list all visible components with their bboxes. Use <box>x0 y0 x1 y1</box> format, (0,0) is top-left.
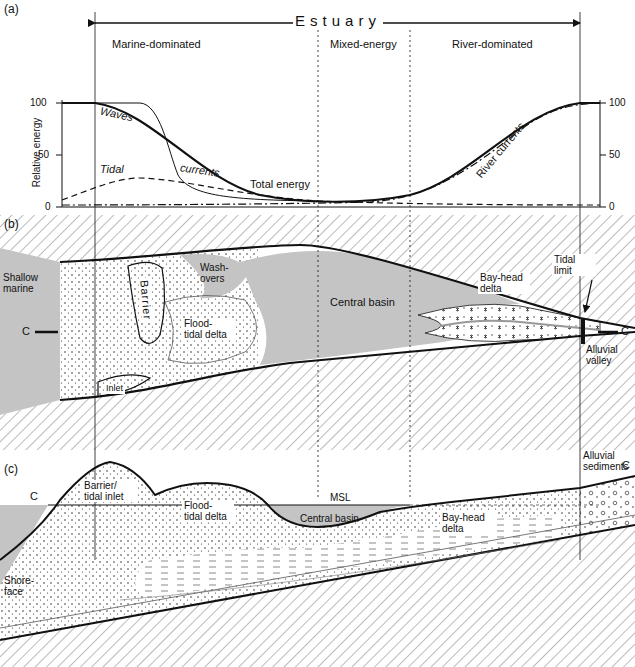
figure-label: currents <box>179 161 220 179</box>
figure-label: Central basin <box>300 513 359 524</box>
figure-label: C <box>30 490 38 502</box>
figure-label: Flood- tidal delta <box>182 500 234 522</box>
figure-label: Tidal <box>100 163 124 175</box>
figure-label: Marine-dominated <box>112 38 201 50</box>
figure-label: (c) <box>4 463 18 476</box>
figure-label: River-dominated <box>452 38 533 50</box>
figure-label: Barrier/ tidal inlet <box>82 480 136 502</box>
figure-label: Wash- overs <box>200 262 242 284</box>
figure-label: Alluvial valley <box>586 344 632 366</box>
figure-label: Shore- face <box>4 575 48 597</box>
figure-label: 100 <box>609 97 626 108</box>
figure-label: River currents <box>473 120 526 180</box>
figure-label: MSL <box>330 492 351 503</box>
figure-label: 100 <box>30 97 47 108</box>
figure-label: (a) <box>4 3 19 16</box>
figure-label: Mixed-energy <box>330 38 397 50</box>
figure-label: Bay-head delta <box>478 272 530 294</box>
figure-label: Inlet <box>104 384 125 394</box>
figure-label: Total energy <box>250 178 310 190</box>
figure-label: Shallow marine <box>3 272 57 294</box>
figure-label: Waves <box>99 105 134 124</box>
figure-label: (b) <box>4 218 19 231</box>
figure-label: 50 <box>609 149 620 160</box>
figure-label: Flood- tidal delta <box>182 318 234 340</box>
figure-label: Relative energy <box>31 117 42 186</box>
figure-label: Tidal limit <box>552 254 596 276</box>
figure-label: Estuary <box>293 13 383 30</box>
figure-label: 0 <box>45 201 51 212</box>
figure-label: Bay-head delta <box>440 512 496 534</box>
figure-label: C <box>621 325 629 337</box>
figure-label: Central basin <box>330 296 395 308</box>
figure-label: Alluvial sediments <box>583 450 633 472</box>
figure-label: C <box>22 325 30 337</box>
figure-label: 0 <box>609 201 615 212</box>
